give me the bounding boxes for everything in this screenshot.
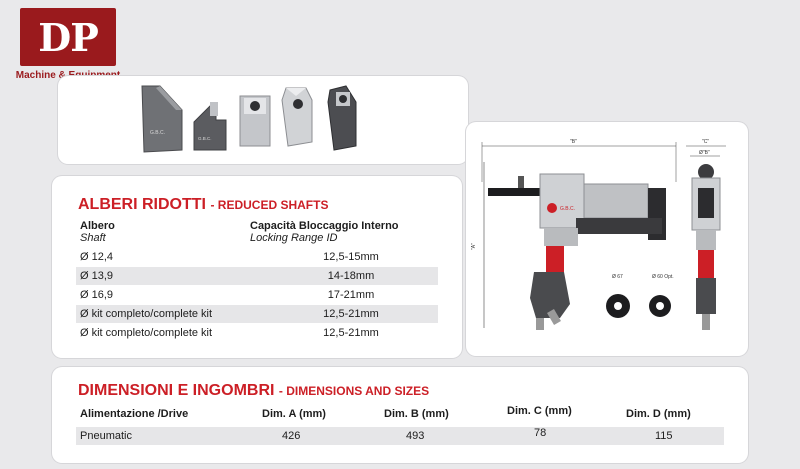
blades-image: G.B.C. G.B.C.: [141, 85, 357, 153]
shaft-cell: Ø 13,9: [80, 270, 114, 282]
dimension-a-label: "A": [471, 243, 477, 250]
range-cell: 17-21mm: [327, 289, 375, 301]
section-title-en: - DIMENSIONS AND SIZES: [278, 384, 430, 398]
logo-badge: DP: [20, 8, 116, 66]
blade-4: [281, 87, 313, 147]
bushing-67-label: Ø 67: [612, 274, 623, 280]
dim-c-column-header: Dim. C (mm): [507, 405, 572, 417]
reduced-shafts-panel: ALBERI RIDOTTI - REDUCED SHAFTS Albero S…: [52, 176, 462, 358]
brand-mark: G.B.C.: [560, 206, 575, 212]
table-row: Ø kit completo/complete kit 12,5-21mm: [76, 305, 438, 323]
blade-1: G.B.C.: [141, 85, 183, 153]
section-title-it: DIMENSIONI E INGOMBRI: [78, 382, 275, 399]
machine-side-view: G.B.C.: [488, 173, 666, 330]
blade-2: G.B.C.: [193, 102, 227, 151]
range-cell: 12,5-21mm: [323, 327, 379, 339]
dimensions-title: DIMENSIONI E INGOMBRI - DIMENSIONS AND S…: [78, 382, 429, 400]
dim-a-column-header: Dim. A (mm): [262, 408, 326, 420]
dim-d-cell: 115: [655, 430, 673, 442]
shaft-cell: Ø 12,4: [80, 251, 114, 263]
drive-column-header: Alimentazione /Drive: [80, 408, 189, 420]
reduced-shafts-title: ALBERI RIDOTTI - REDUCED SHAFTS: [78, 196, 328, 214]
shaft-cell: Ø kit completo/complete kit: [80, 327, 213, 339]
dim-d-column-header: Dim. D (mm): [626, 408, 691, 420]
logo-tagline: Machine & Equipment: [15, 70, 120, 81]
shaft-cell: Ø 16,9: [80, 289, 114, 301]
header-it: Albero: [80, 220, 115, 232]
dimension-b-label: "B": [570, 139, 577, 145]
locking-range-column-header: Capacità Bloccaggio Interno Locking Rang…: [250, 220, 399, 244]
header-it: Capacità Bloccaggio Interno: [250, 220, 399, 232]
machine-drawing-panel: "B" "A" G.B.C. "C" Ø"B": [466, 122, 748, 356]
blade-stamp: G.B.C.: [198, 136, 212, 141]
dimensions-panel: DIMENSIONI E INGOMBRI - DIMENSIONS AND S…: [52, 367, 748, 463]
dim-b-cell: 493: [406, 430, 425, 442]
blade-3: [239, 95, 271, 147]
range-cell: 14-18mm: [327, 270, 375, 282]
shaft-column-header: Albero Shaft: [80, 220, 115, 244]
header-en: Shaft: [80, 232, 106, 244]
drive-cell: Pneumatic: [80, 430, 132, 442]
bushing-60: [649, 295, 671, 317]
dimension-phi-b-label: Ø"B": [699, 150, 710, 156]
shaft-cell: Ø kit completo/complete kit: [80, 308, 213, 320]
table-row: Ø 16,9 17-21mm: [76, 286, 438, 304]
section-title-en: - REDUCED SHAFTS: [210, 198, 329, 212]
section-title-it: ALBERI RIDOTTI: [78, 196, 206, 213]
dim-a-cell: 426: [282, 430, 301, 442]
machine-front-view: [691, 164, 721, 330]
table-row: Ø 12,4 12,5-15mm: [76, 248, 438, 266]
blade-5: [327, 85, 357, 151]
table-row: Ø 13,9 14-18mm: [76, 267, 438, 285]
dim-c-cell: 78: [534, 427, 547, 439]
bushing-67: [606, 294, 630, 318]
logo-monogram: DP: [38, 14, 99, 60]
machine-drawing: "B" "A" G.B.C. "C" Ø"B": [471, 139, 726, 330]
dimension-c-label: "C": [702, 139, 709, 145]
blades-panel: G.B.C. G.B.C.: [58, 76, 468, 164]
bushing-60-label: Ø 60 Opt.: [652, 274, 674, 280]
dim-b-column-header: Dim. B (mm): [384, 408, 449, 420]
header-en: Locking Range ID: [250, 232, 338, 244]
range-cell: 12,5-15mm: [323, 251, 379, 263]
company-logo: DP Machine & Equipment: [14, 8, 122, 90]
range-cell: 12,5-21mm: [323, 308, 379, 320]
table-row: Pneumatic 426 493 78 115: [76, 427, 724, 445]
table-row: Ø kit completo/complete kit 12,5-21mm: [76, 324, 438, 342]
blade-stamp: G.B.C.: [150, 130, 165, 136]
